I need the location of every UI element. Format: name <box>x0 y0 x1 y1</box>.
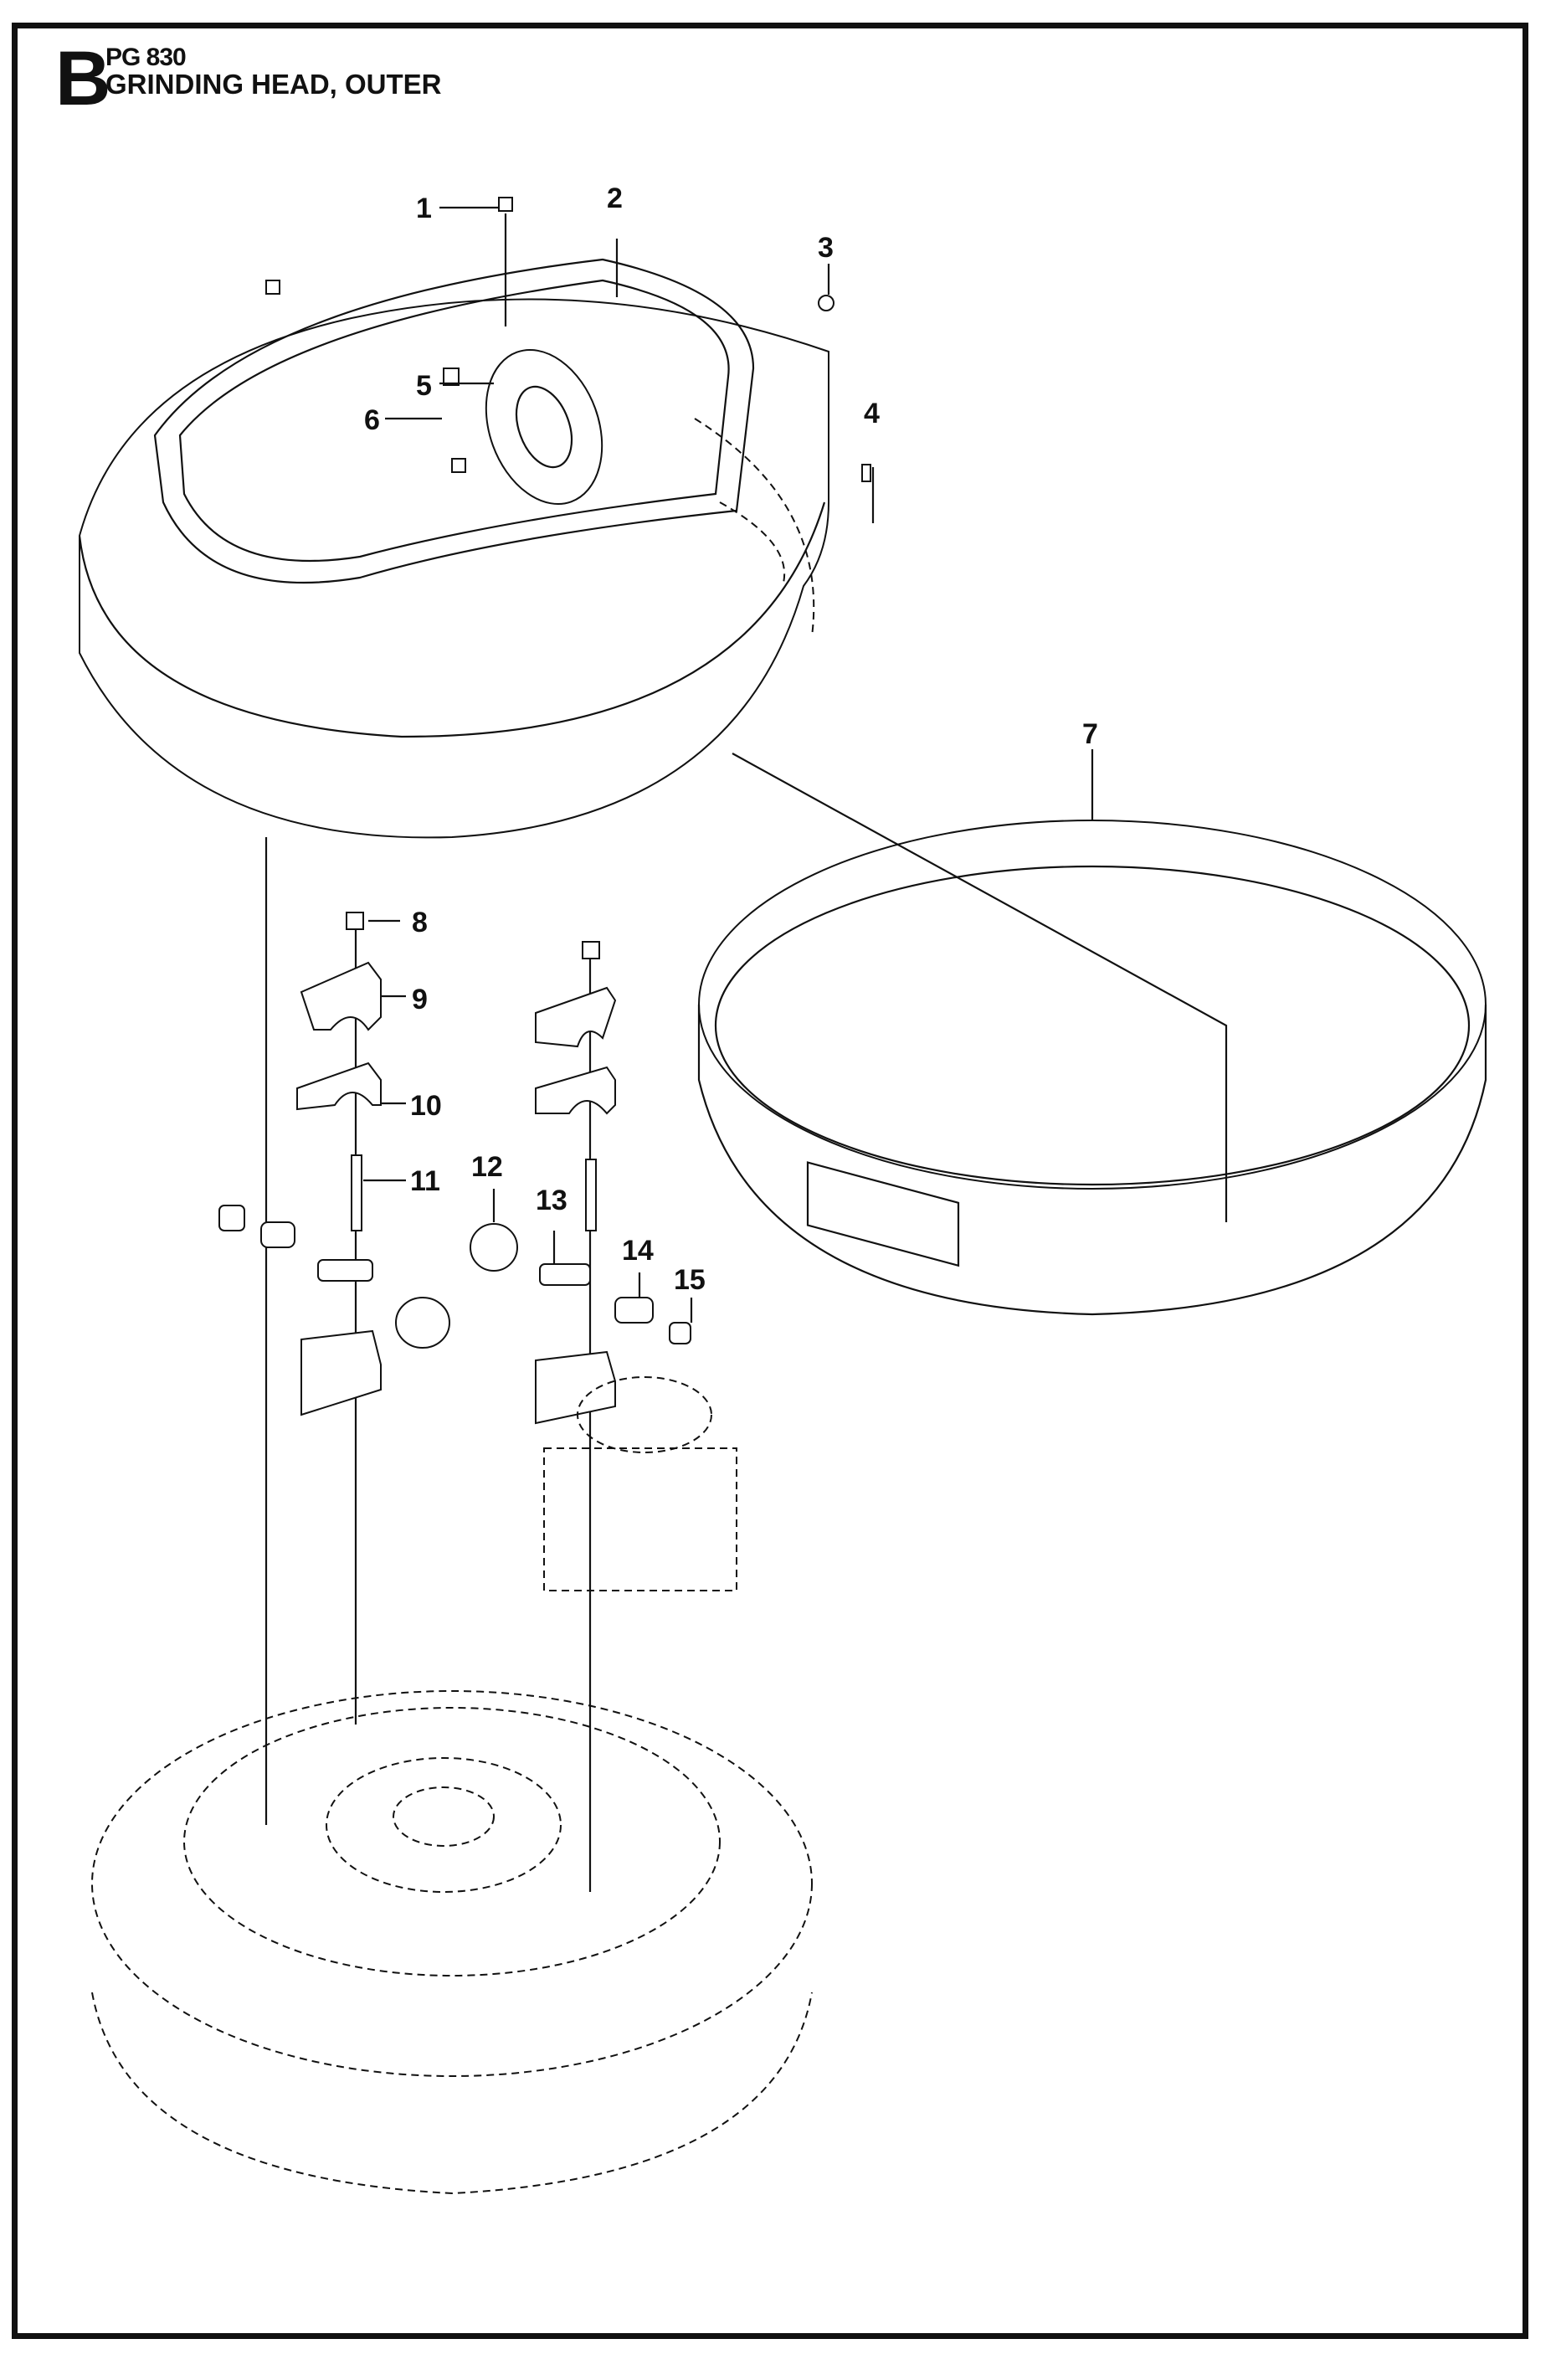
callout-4: 4 <box>864 398 880 429</box>
base-phantom <box>91 1376 813 2195</box>
callout-15: 15 <box>674 1264 706 1296</box>
callout-8: 8 <box>412 907 428 938</box>
flange-part <box>485 349 603 505</box>
model-name: PG 830 <box>105 44 187 71</box>
diagram-title: GRINDING HEAD, OUTER <box>105 69 442 100</box>
callout-10: 10 <box>410 1090 442 1122</box>
outer-cover-part <box>78 258 829 839</box>
callout-1: 1 <box>416 193 432 224</box>
callout-9: 9 <box>412 984 428 1015</box>
page-frame <box>12 23 1528 2339</box>
callout-12: 12 <box>471 1151 503 1183</box>
section-letter: B <box>55 36 111 121</box>
left-bracket-assembly <box>218 961 450 1416</box>
callout-7: 7 <box>1082 718 1098 750</box>
callout-2: 2 <box>607 182 623 214</box>
callout-13: 13 <box>536 1185 567 1216</box>
callout-3: 3 <box>818 232 834 264</box>
right-bracket-assembly <box>470 986 691 1425</box>
callout-6: 6 <box>364 404 380 436</box>
callout-5: 5 <box>416 370 432 402</box>
callout-14: 14 <box>622 1235 654 1267</box>
callout-11: 11 <box>410 1165 440 1197</box>
ring-part <box>697 820 1487 1316</box>
fasteners <box>265 197 871 959</box>
